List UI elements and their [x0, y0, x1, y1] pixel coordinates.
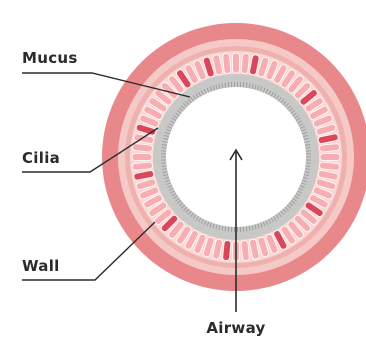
epithelial-cell	[319, 143, 340, 152]
epithelial-cell	[132, 154, 152, 161]
cilium	[162, 148, 167, 149]
epithelial-cell	[319, 162, 340, 171]
epithelial-cell	[222, 240, 231, 261]
epithelial-cell	[222, 53, 231, 74]
epithelial-cell	[233, 53, 240, 73]
epithelial-cell	[132, 162, 153, 171]
cilium	[305, 166, 310, 167]
mucus-label: Mucus	[22, 49, 78, 67]
epithelial-cell	[241, 240, 250, 261]
cilium	[243, 82, 244, 87]
cilia-label: Cilia	[22, 149, 60, 167]
epithelial-cell	[132, 143, 153, 152]
cilium	[162, 166, 167, 167]
epithelial-cell	[241, 53, 250, 74]
cilium	[305, 148, 310, 149]
epithelial-cell	[320, 154, 340, 161]
cilium	[228, 227, 229, 232]
cilium	[228, 82, 229, 87]
airway-label: Airway	[206, 319, 265, 337]
wall-label: Wall	[22, 257, 60, 275]
cilium	[243, 227, 244, 232]
